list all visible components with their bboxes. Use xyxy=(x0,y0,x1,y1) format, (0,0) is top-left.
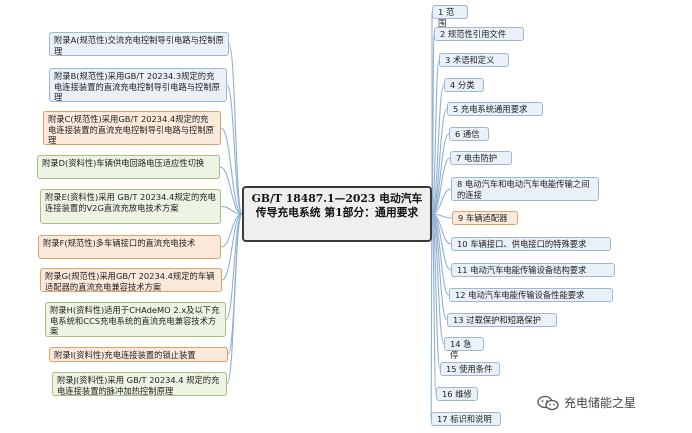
connector-left-9 xyxy=(226,213,243,385)
connector-right-3 xyxy=(431,84,445,215)
connector-left-3 xyxy=(219,166,243,215)
right-node-5-general-requirements: 5 充电系统通用要求 xyxy=(447,102,543,116)
connector-left-1 xyxy=(226,84,243,215)
left-node-annex-h: 附录H(资料性)适用于CHAdeMO 2.x及以下充电系统和CCS充电系统的直流… xyxy=(45,302,226,337)
right-node-2-normative-references: 2 规范性引用文件 xyxy=(434,27,524,41)
right-node-8-connection: 8 电动汽车和电动汽车电能传输之间的连接 xyxy=(451,177,599,201)
left-node-annex-d: 附录D(资料性)车辆供电回路电压适应性切换 xyxy=(37,155,220,179)
right-node-14-emergency-stop: 14 急停 xyxy=(444,337,484,360)
connector-right-2 xyxy=(431,59,440,215)
connector-right-12 xyxy=(431,213,448,321)
watermark: 充电储能之星 xyxy=(537,394,636,411)
connector-right-15 xyxy=(431,213,437,395)
left-node-annex-j: 附录J(资料性)采用 GB/T 20234.4 规定的充电连接装置的脉冲加热控制… xyxy=(52,372,227,396)
connector-right-16 xyxy=(430,213,433,420)
connector-right-7 xyxy=(431,188,452,215)
right-node-13-overload-protection: 13 过载保护和短路保护 xyxy=(447,313,557,327)
right-node-6-communication: 6 通信 xyxy=(449,127,489,141)
connector-right-13 xyxy=(431,213,445,345)
left-node-annex-c: 附录C(规范性)采用GB/T 20234.4规定的充电连接装置的直流充电控制导引… xyxy=(43,111,221,145)
right-node-1-scope: 1 范围 xyxy=(432,5,468,28)
left-node-annex-e: 附录E(资料性)采用 GB/T 20234.4规定的充电连接装置的V2G直流充放… xyxy=(40,189,221,224)
connector-left-7 xyxy=(225,213,243,321)
right-node-10-interface-requirements: 10 车辆接口、供电接口的特殊要求 xyxy=(451,237,611,251)
right-node-9-vehicle-adapter: 9 车辆适配器 xyxy=(452,211,518,225)
connector-right-14 xyxy=(431,213,441,370)
right-node-15-conditions-of-use: 15 使用条件 xyxy=(440,362,500,376)
connector-left-6 xyxy=(221,213,243,281)
right-node-16-maintenance: 16 维修 xyxy=(436,387,478,401)
connector-left-0 xyxy=(228,43,243,215)
connector-right-11 xyxy=(431,213,450,296)
left-node-annex-b: 附录B(规范性)采用GB/T 20234.3规定的充电连接装置的直流充电控制导引… xyxy=(49,68,227,102)
watermark-text: 充电储能之星 xyxy=(564,396,637,410)
connector-left-2 xyxy=(220,127,243,215)
right-node-4-classification: 4 分类 xyxy=(444,78,484,92)
right-node-11-structure-requirements: 11 电动汽车电能传输设备结构要求 xyxy=(451,263,615,277)
left-node-annex-i: 附录I(资料性)充电连接装置的锁止装置 xyxy=(49,347,228,362)
wechat-logo-icon xyxy=(537,395,559,410)
connector-left-4 xyxy=(220,205,243,215)
left-node-annex-a: 附录A(规范性)交流充电控制导引电路与控制原理 xyxy=(49,32,229,56)
right-node-17-marking: 17 标识和说明 xyxy=(431,412,501,426)
right-node-12-performance-requirements: 12 电动汽车电能传输设备性能要求 xyxy=(449,288,613,302)
connector-right-6 xyxy=(431,157,451,215)
central-topic: GB/T 18487.1—2023 电动汽车传导充电系统 第1部分：通用要求 xyxy=(242,186,432,242)
left-node-annex-g: 附录G(规范性)采用GB/T 20234.4规定的车辆适配器的直流充电兼容技术方… xyxy=(40,268,222,292)
left-node-annex-f: 附录F(规范性)多车辆接口的直流充电技术 xyxy=(38,235,221,259)
connector-right-1 xyxy=(431,33,435,215)
right-node-7-shock-protection: 7 电击防护 xyxy=(450,151,512,165)
right-node-3-terms: 3 术语和定义 xyxy=(439,53,509,67)
